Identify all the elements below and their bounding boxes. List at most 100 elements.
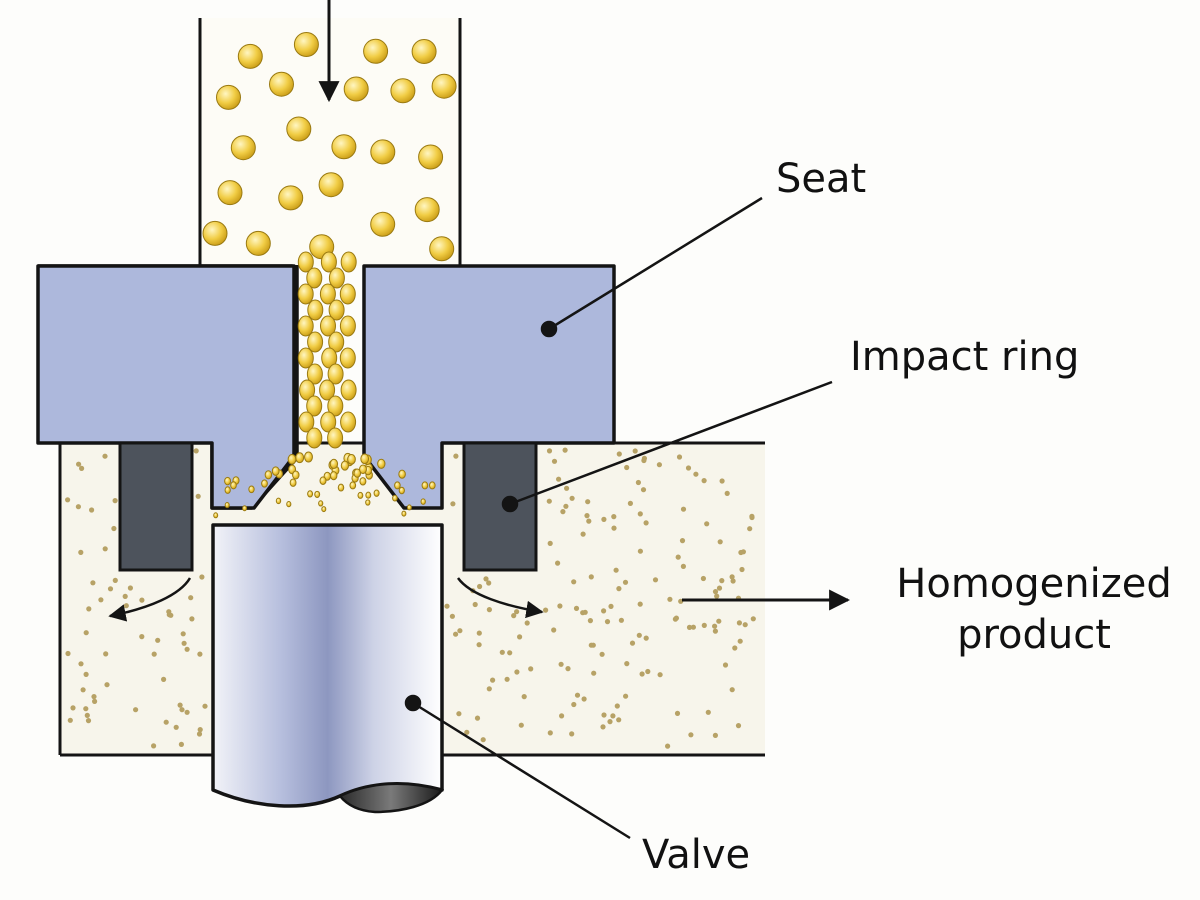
particle bbox=[319, 379, 336, 401]
particle bbox=[202, 703, 208, 709]
particle bbox=[604, 619, 611, 625]
particle bbox=[339, 315, 356, 337]
particle bbox=[712, 623, 718, 629]
particle bbox=[656, 462, 663, 468]
particle bbox=[112, 577, 118, 584]
particle bbox=[287, 453, 297, 465]
particle bbox=[230, 481, 237, 490]
particle bbox=[339, 283, 356, 305]
particle bbox=[363, 38, 389, 64]
particle bbox=[359, 477, 367, 486]
particle bbox=[514, 669, 520, 675]
impact-ring-label: Impact ring bbox=[850, 334, 1079, 380]
particle bbox=[637, 601, 643, 607]
particle bbox=[65, 497, 71, 503]
particle bbox=[406, 504, 412, 511]
particle bbox=[480, 737, 486, 743]
particle bbox=[571, 701, 577, 708]
valve-label: Valve bbox=[642, 832, 750, 878]
particle bbox=[299, 379, 316, 401]
particle bbox=[328, 267, 345, 289]
particle bbox=[569, 495, 575, 501]
particle bbox=[555, 560, 561, 566]
particle bbox=[641, 457, 647, 464]
particle bbox=[292, 470, 300, 480]
particle bbox=[377, 458, 386, 469]
particle bbox=[599, 651, 605, 657]
particle bbox=[307, 490, 314, 498]
particle bbox=[690, 624, 697, 630]
particle bbox=[739, 566, 745, 573]
particle bbox=[688, 732, 694, 738]
particle bbox=[370, 139, 396, 165]
particle bbox=[304, 451, 313, 463]
particle bbox=[486, 686, 492, 692]
particle bbox=[394, 481, 401, 490]
particle bbox=[278, 185, 304, 211]
curved-arrow-right-icon bbox=[456, 577, 544, 619]
particle bbox=[580, 610, 586, 616]
particle bbox=[297, 347, 314, 369]
particle bbox=[636, 632, 642, 638]
particle bbox=[563, 503, 569, 509]
particle bbox=[359, 464, 367, 475]
homogenized-product-label-line2: product bbox=[957, 612, 1111, 658]
particle bbox=[103, 651, 109, 657]
particle bbox=[168, 612, 174, 618]
particle bbox=[421, 481, 429, 490]
particle bbox=[180, 631, 186, 637]
particle bbox=[581, 696, 587, 702]
particle bbox=[680, 563, 687, 570]
particle bbox=[84, 712, 90, 719]
particle bbox=[139, 634, 145, 640]
particle bbox=[591, 670, 597, 676]
particle bbox=[98, 597, 104, 603]
particle bbox=[608, 603, 614, 610]
particle bbox=[319, 476, 327, 485]
particle bbox=[675, 554, 681, 560]
particle bbox=[420, 498, 426, 505]
particle bbox=[79, 465, 85, 471]
seat-leader-dot bbox=[540, 320, 558, 338]
seat-leader-line bbox=[548, 196, 763, 331]
particle bbox=[569, 731, 575, 737]
particle bbox=[295, 452, 305, 464]
particle bbox=[611, 525, 617, 531]
particle bbox=[584, 513, 590, 519]
particle bbox=[370, 211, 396, 237]
particle bbox=[616, 586, 622, 592]
particle bbox=[320, 411, 337, 433]
particle bbox=[230, 135, 256, 161]
valve-leader-dot bbox=[404, 694, 422, 712]
particle bbox=[161, 676, 167, 683]
particle bbox=[607, 719, 613, 725]
particle bbox=[155, 637, 161, 643]
impact-ring-leader-line bbox=[509, 380, 833, 506]
particle bbox=[306, 427, 323, 449]
particle bbox=[289, 478, 297, 487]
particle bbox=[213, 512, 219, 519]
particle bbox=[693, 471, 699, 477]
particle bbox=[195, 493, 201, 499]
particle bbox=[347, 453, 356, 465]
particle bbox=[588, 642, 594, 648]
particle bbox=[639, 671, 645, 677]
particle bbox=[676, 454, 683, 460]
particle bbox=[271, 466, 280, 476]
particle bbox=[729, 574, 735, 580]
particle bbox=[83, 630, 89, 636]
particle bbox=[102, 453, 108, 459]
particle bbox=[686, 624, 693, 631]
particle bbox=[298, 411, 315, 433]
particle bbox=[184, 646, 190, 652]
particle bbox=[546, 498, 552, 504]
particle bbox=[518, 722, 524, 728]
particle bbox=[704, 521, 710, 527]
particle bbox=[216, 84, 241, 110]
particle bbox=[476, 642, 482, 648]
particle bbox=[286, 116, 312, 142]
particle bbox=[667, 596, 673, 602]
callout-leaders bbox=[404, 196, 833, 840]
particle bbox=[91, 694, 97, 700]
particle bbox=[196, 731, 203, 737]
